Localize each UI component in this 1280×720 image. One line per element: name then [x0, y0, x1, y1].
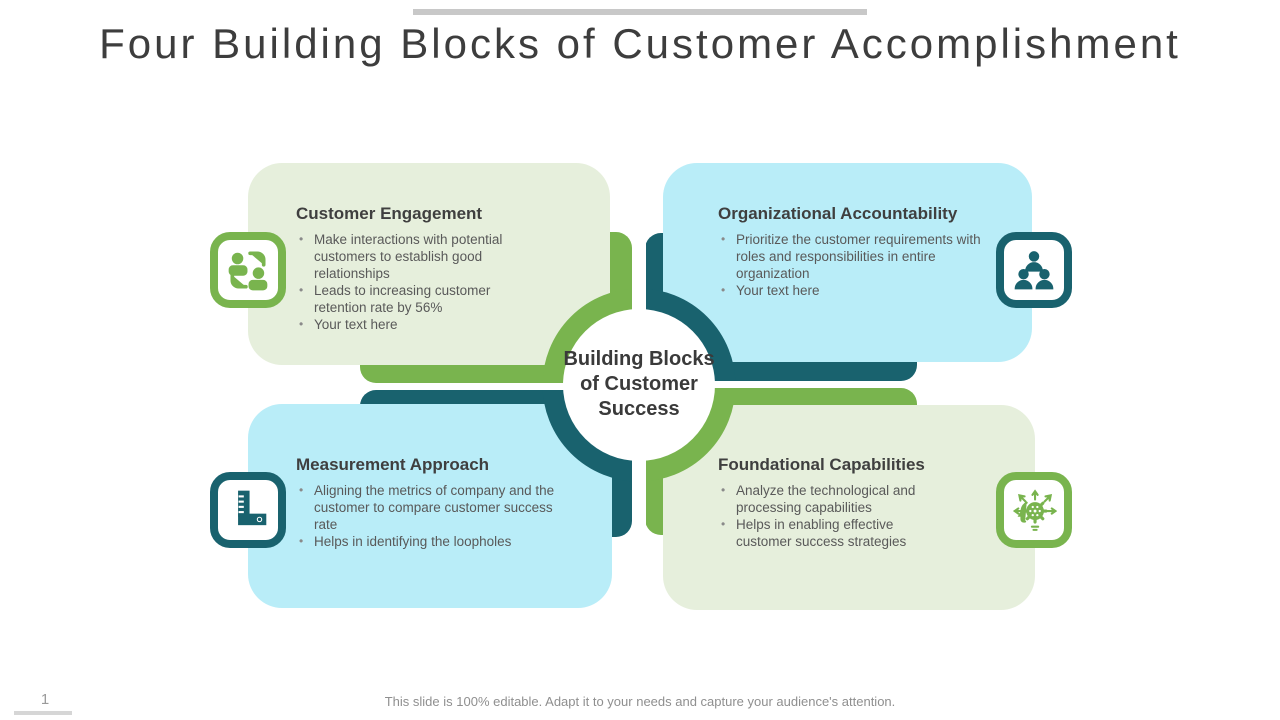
- center-label-line: Building Blocks: [563, 348, 715, 370]
- bullet-item: Helps in identifying the loopholes: [296, 533, 578, 550]
- block-customer-engagement-text: Customer Engagement Make interactions wi…: [296, 204, 528, 333]
- block-title: Foundational Capabilities: [718, 455, 925, 474]
- bullet-list: Make interactions with potential custome…: [296, 231, 528, 333]
- bullet-list: Aligning the metrics of company and the …: [296, 482, 578, 550]
- bullet-item: Your text here: [296, 316, 528, 333]
- block-measurement-approach-text: Measurement Approach Aligning the metric…: [296, 455, 578, 550]
- center-label: Building Blocks of Customer Success: [527, 347, 751, 422]
- people-exchange-icon: [228, 251, 268, 291]
- bullet-item: Leads to increasing customer retention r…: [296, 282, 528, 316]
- gap-left: [348, 383, 640, 390]
- bullet-item: Helps in enabling effective customer suc…: [718, 516, 936, 550]
- badge-foundational-capabilities: [996, 472, 1072, 548]
- page-number: 1: [40, 691, 50, 708]
- badge-customer-engagement: [210, 232, 286, 308]
- bullet-list: Analyze the technological and processing…: [718, 482, 936, 550]
- slide-title: Four Building Blocks of Customer Accompl…: [99, 20, 1181, 67]
- bullet-item: Analyze the technological and processing…: [718, 482, 936, 516]
- bullet-list: Prioritize the customer requirements wit…: [718, 231, 984, 299]
- badge-organizational-accountability: [996, 232, 1072, 308]
- center-label-line: of Customer: [580, 373, 698, 395]
- center-label-line: Success: [598, 398, 680, 420]
- block-organizational-accountability-text: Organizational Accountability Prioritize…: [718, 204, 984, 299]
- footer-note: This slide is 100% editable. Adapt it to…: [384, 694, 896, 709]
- ring-arc-top-left: [542, 288, 640, 386]
- block-title: Customer Engagement: [296, 204, 483, 223]
- bullet-item: Prioritize the customer requirements wit…: [718, 231, 984, 282]
- page-number-underline: [14, 711, 72, 715]
- gap-right: [640, 381, 928, 388]
- block-title: Measurement Approach: [296, 455, 490, 474]
- block-title: Organizational Accountability: [718, 204, 958, 223]
- block-foundational-capabilities-text: Foundational Capabilities Analyze the te…: [718, 455, 936, 550]
- ruler-icon: [238, 490, 267, 526]
- center-circle: [563, 309, 715, 461]
- badge-measurement-approach: [210, 472, 286, 548]
- ring-arc-top-right: [638, 288, 736, 386]
- bullet-item: Make interactions with potential custome…: [296, 231, 528, 282]
- ring-arc-bottom-right: [638, 384, 736, 482]
- ring-arc-bottom-left: [542, 384, 640, 482]
- innovation-gear-icon: [1012, 489, 1057, 531]
- bullet-item: Aligning the metrics of company and the …: [296, 482, 578, 533]
- team-hierarchy-icon: [1014, 251, 1054, 290]
- top-decoration-bar: [413, 9, 867, 15]
- bullet-item: Your text here: [718, 282, 984, 299]
